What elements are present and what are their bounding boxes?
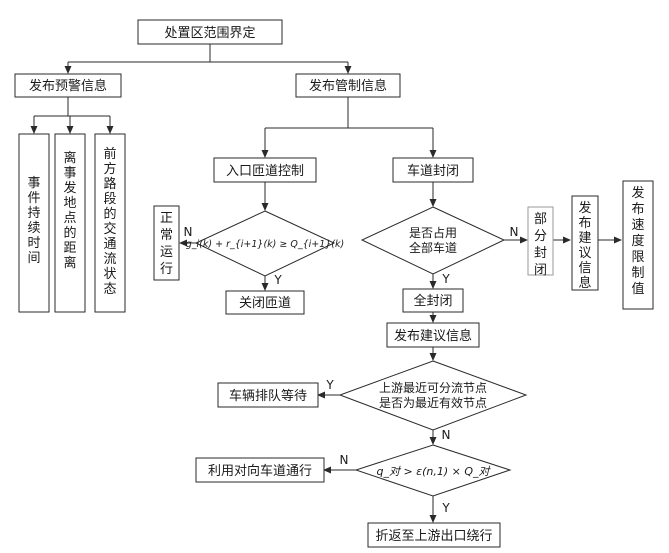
ramp-control-node: 入口匝道控制	[213, 157, 317, 183]
normal-operation-box: 正常运行	[153, 205, 180, 281]
lane-closure-node: 车道封闭	[392, 157, 474, 183]
occupy-no-label: N	[510, 225, 519, 239]
diverge-no-label: N	[442, 428, 451, 442]
svg-text:发布速度限制值: 发布速度限制值	[631, 185, 644, 297]
svg-text:利用对向车道通行: 利用对向车道通行	[208, 463, 312, 479]
svg-text:车辆排队等待: 车辆排队等待	[229, 388, 307, 404]
svg-text:部分封闭: 部分封闭	[534, 212, 547, 278]
svg-text:全部车道: 全部车道	[409, 240, 457, 255]
speed-limit-box: 发布速度限制值	[622, 180, 654, 310]
svg-text:q_对 > ε(n,1) × Q_对: q_对 > ε(n,1) × Q_对	[376, 465, 491, 478]
svg-text:是否占用: 是否占用	[409, 225, 457, 240]
diverge-node-diamond: 上游最近可分流节点 是否为最近有效节点	[338, 360, 528, 431]
svg-text:全封闭: 全封闭	[413, 293, 452, 309]
capacity-yes-label: Y	[441, 501, 450, 515]
distance-box: 离事发地点的距离	[54, 133, 86, 313]
svg-text:处置区范围界定: 处置区范围界定	[164, 26, 255, 41]
partial-closure-box: 部分封闭	[527, 206, 554, 278]
advice-info-node: 发布建议信息	[386, 322, 480, 348]
ramp-yes-label: Y	[273, 273, 282, 287]
occupy-all-diamond: 是否占用 全部车道	[360, 206, 506, 275]
control-node: 发布管制信息	[295, 73, 401, 98]
capacity-no-label: N	[340, 453, 349, 467]
svg-text:发布预警信息: 发布预警信息	[29, 78, 107, 94]
svg-text:发布建议信息: 发布建议信息	[394, 328, 472, 344]
occupy-yes-label: Y	[441, 272, 450, 286]
svg-text:发布建议信息: 发布建议信息	[578, 200, 591, 291]
close-ramp-node: 关闭匝道	[225, 290, 305, 315]
svg-text:事件持续时间: 事件持续时间	[27, 176, 40, 266]
turn-back-node: 折返至上游出口绕行	[367, 522, 501, 548]
traffic-state-box: 前方路段的交通流状态	[94, 133, 126, 313]
svg-text:发布管制信息: 发布管制信息	[309, 78, 387, 94]
svg-text:g_i(k) + r_{i+1}(k) ≥ Q_{i+1}(: g_i(k) + r_{i+1}(k) ≥ Q_{i+1}(k)	[186, 239, 345, 250]
svg-text:前方路段的交通流状态: 前方路段的交通流状态	[103, 146, 116, 297]
svg-text:关闭匝道: 关闭匝道	[239, 296, 291, 311]
svg-text:折返至上游出口绕行: 折返至上游出口绕行	[375, 529, 492, 544]
svg-text:车道封闭: 车道封闭	[407, 163, 459, 179]
ramp-no-label: N	[184, 225, 193, 239]
connectors	[30, 44, 622, 523]
warning-node: 发布预警信息	[14, 73, 122, 98]
ramp-condition-diamond: g_i(k) + r_{i+1}(k) ≥ Q_{i+1}(k)	[186, 210, 345, 277]
advice-info-right-box: 发布建议信息	[571, 195, 599, 291]
opposite-lane-node: 利用对向车道通行	[195, 457, 325, 483]
svg-text:是否为最近有效节点: 是否为最近有效节点	[379, 395, 487, 410]
svg-text:上游最近可分流节点: 上游最近可分流节点	[379, 381, 487, 395]
full-closure-node: 全封闭	[402, 288, 464, 313]
event-duration-box: 事件持续时间	[18, 133, 50, 313]
capacity-condition-diamond: q_对 > ε(n,1) × Q_对	[354, 444, 512, 497]
diverge-yes-label: Y	[325, 378, 334, 392]
svg-text:入口匝道控制: 入口匝道控制	[226, 164, 304, 179]
root-node: 处置区范围界定	[137, 19, 283, 45]
svg-text:正常运行: 正常运行	[160, 211, 173, 277]
queue-wait-node: 车辆排队等待	[217, 382, 319, 408]
svg-text:离事发地点的距离: 离事发地点的距离	[63, 150, 76, 271]
